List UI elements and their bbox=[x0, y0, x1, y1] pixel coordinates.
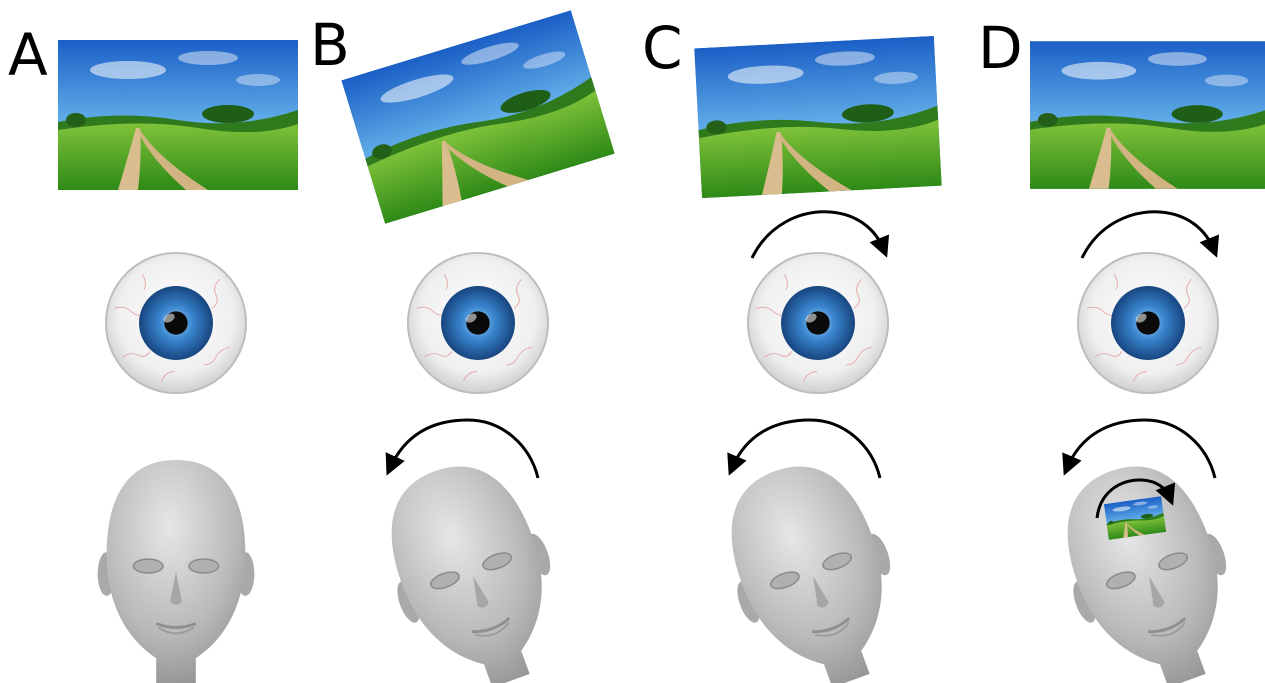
landscape-image bbox=[58, 40, 298, 190]
internal-image bbox=[1095, 478, 1176, 540]
landscape-image bbox=[694, 35, 942, 199]
panel-label-a: A bbox=[8, 21, 48, 89]
eyeball-icon bbox=[104, 251, 248, 395]
curved-arrow-icon bbox=[1080, 210, 1220, 259]
panel-label-c: C bbox=[642, 14, 683, 82]
panel-a: A bbox=[8, 21, 298, 683]
landscape-image bbox=[341, 10, 615, 224]
eyeball-icon bbox=[746, 251, 890, 395]
curved-arrow-icon bbox=[1095, 478, 1176, 519]
panel-label-d: D bbox=[978, 14, 1023, 82]
eyeball-icon bbox=[406, 251, 550, 395]
curved-arrow-icon bbox=[1062, 418, 1217, 479]
head-icon bbox=[96, 458, 256, 683]
panel-b: B bbox=[310, 10, 615, 683]
curved-arrow-icon bbox=[750, 210, 890, 259]
panel-c: C bbox=[642, 14, 942, 683]
head-icon bbox=[699, 442, 927, 683]
panel-label-b: B bbox=[310, 11, 350, 79]
curved-arrow-icon bbox=[385, 418, 540, 479]
panel-d: D bbox=[978, 14, 1265, 683]
head-icon bbox=[359, 442, 587, 683]
curved-arrow-icon bbox=[727, 418, 882, 479]
landscape-image bbox=[1030, 41, 1265, 189]
eyeball-icon bbox=[1076, 251, 1220, 395]
